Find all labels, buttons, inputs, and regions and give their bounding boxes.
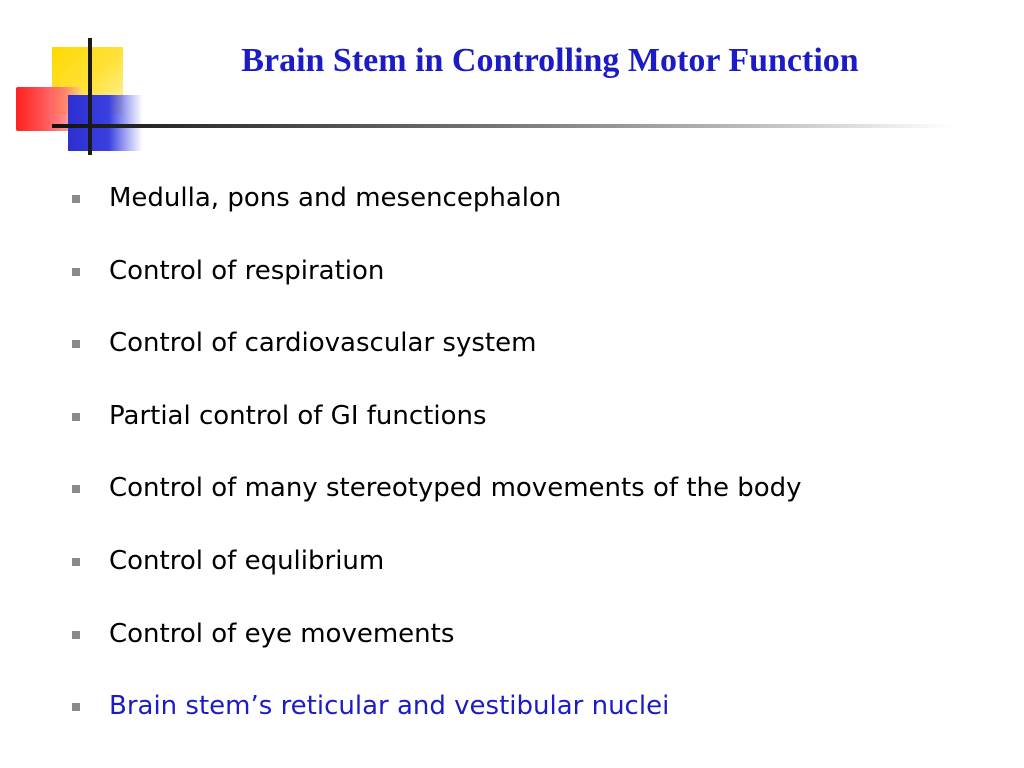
bullet-list: Medulla, pons and mesencephalon Control … xyxy=(72,176,802,757)
title-underline-rule xyxy=(52,124,952,128)
bullet-item: Medulla, pons and mesencephalon xyxy=(72,176,802,249)
square-bullet-icon xyxy=(72,412,80,421)
bullet-text: Brain stem’s reticular and vestibular nu… xyxy=(109,691,670,722)
bullet-text: Control of eye movements xyxy=(109,618,455,649)
bullet-text: Partial control of GI functions xyxy=(109,400,487,431)
bullet-item: Control of cardiovascular system xyxy=(72,321,802,394)
bullet-item: Partial control of GI functions xyxy=(72,394,802,467)
square-bullet-icon xyxy=(72,267,80,276)
bullet-item-highlighted: Brain stem’s reticular and vestibular nu… xyxy=(72,684,802,757)
bullet-item: Control of equlibrium xyxy=(72,539,802,612)
square-bullet-icon xyxy=(72,557,80,566)
square-bullet-icon xyxy=(72,630,80,639)
slide-title: Brain Stem in Controlling Motor Function xyxy=(241,42,859,79)
bullet-text: Control of many stereotyped movements of… xyxy=(109,473,802,504)
vertical-rule-decoration xyxy=(88,38,92,155)
bullet-item: Control of respiration xyxy=(72,249,802,322)
bullet-text: Control of cardiovascular system xyxy=(109,328,537,359)
bullet-item: Control of eye movements xyxy=(72,612,802,685)
square-bullet-icon xyxy=(72,485,80,494)
square-bullet-icon xyxy=(72,195,80,203)
blue-square-decoration xyxy=(68,95,142,151)
bullet-text: Control of equlibrium xyxy=(109,545,385,576)
square-bullet-icon xyxy=(72,703,80,712)
bullet-text: Medulla, pons and mesencephalon xyxy=(109,183,562,213)
square-bullet-icon xyxy=(72,340,80,349)
bullet-item: Control of many stereotyped movements of… xyxy=(72,466,802,539)
bullet-text: Control of respiration xyxy=(109,255,385,286)
